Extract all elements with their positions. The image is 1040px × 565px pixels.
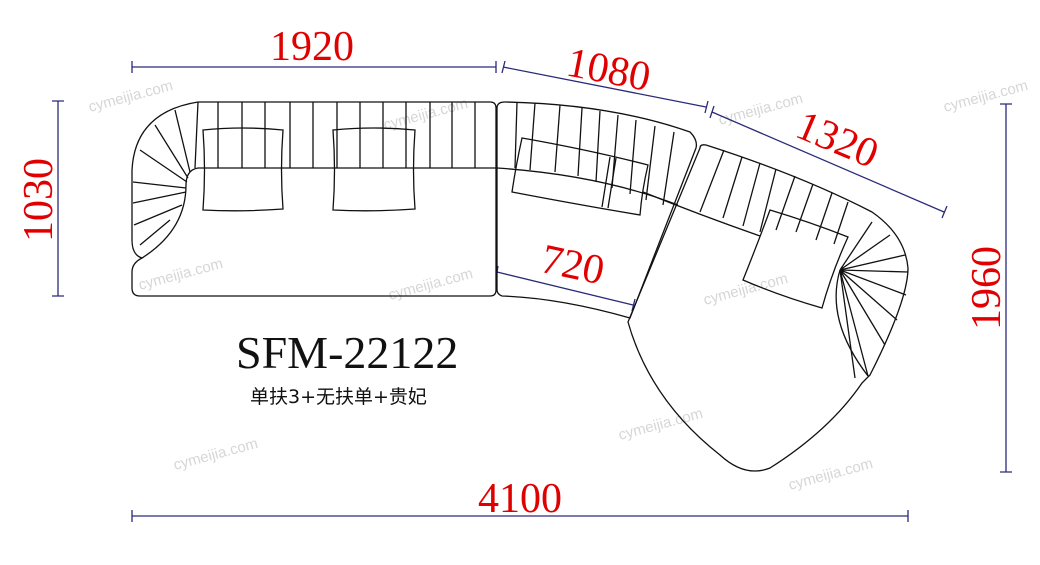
- dim-total-width: 4100: [478, 476, 562, 522]
- watermark: cymeijia.com: [717, 90, 805, 129]
- model-number: SFM-22122: [236, 327, 458, 378]
- watermark: cymeijia.com: [702, 270, 790, 309]
- watermark: cymeijia.com: [87, 77, 175, 116]
- configuration-description: 单扶3+无扶单+贵妃: [250, 386, 427, 408]
- left-three-seat-unit: [131, 101, 497, 297]
- watermark: cymeijia.com: [137, 255, 225, 294]
- watermark: cymeijia.com: [617, 405, 705, 444]
- pillow: [742, 209, 849, 309]
- pillow: [332, 127, 416, 212]
- dim-depth: 1030: [16, 158, 62, 242]
- dim-left-unit-width: 1920: [270, 24, 354, 70]
- watermark: cymeijia.com: [387, 265, 475, 304]
- dim-chaise-length: 1960: [964, 246, 1010, 330]
- watermark: cymeijia.com: [942, 77, 1030, 116]
- pillow: [511, 137, 649, 216]
- dim-middle-front-width: 720: [537, 236, 608, 294]
- pillow: [202, 127, 284, 212]
- chaise-unit: [627, 144, 909, 472]
- watermark: cymeijia.com: [787, 455, 875, 494]
- watermark: cymeijia.com: [172, 435, 260, 474]
- dim-middle-unit-width: 1080: [563, 40, 654, 101]
